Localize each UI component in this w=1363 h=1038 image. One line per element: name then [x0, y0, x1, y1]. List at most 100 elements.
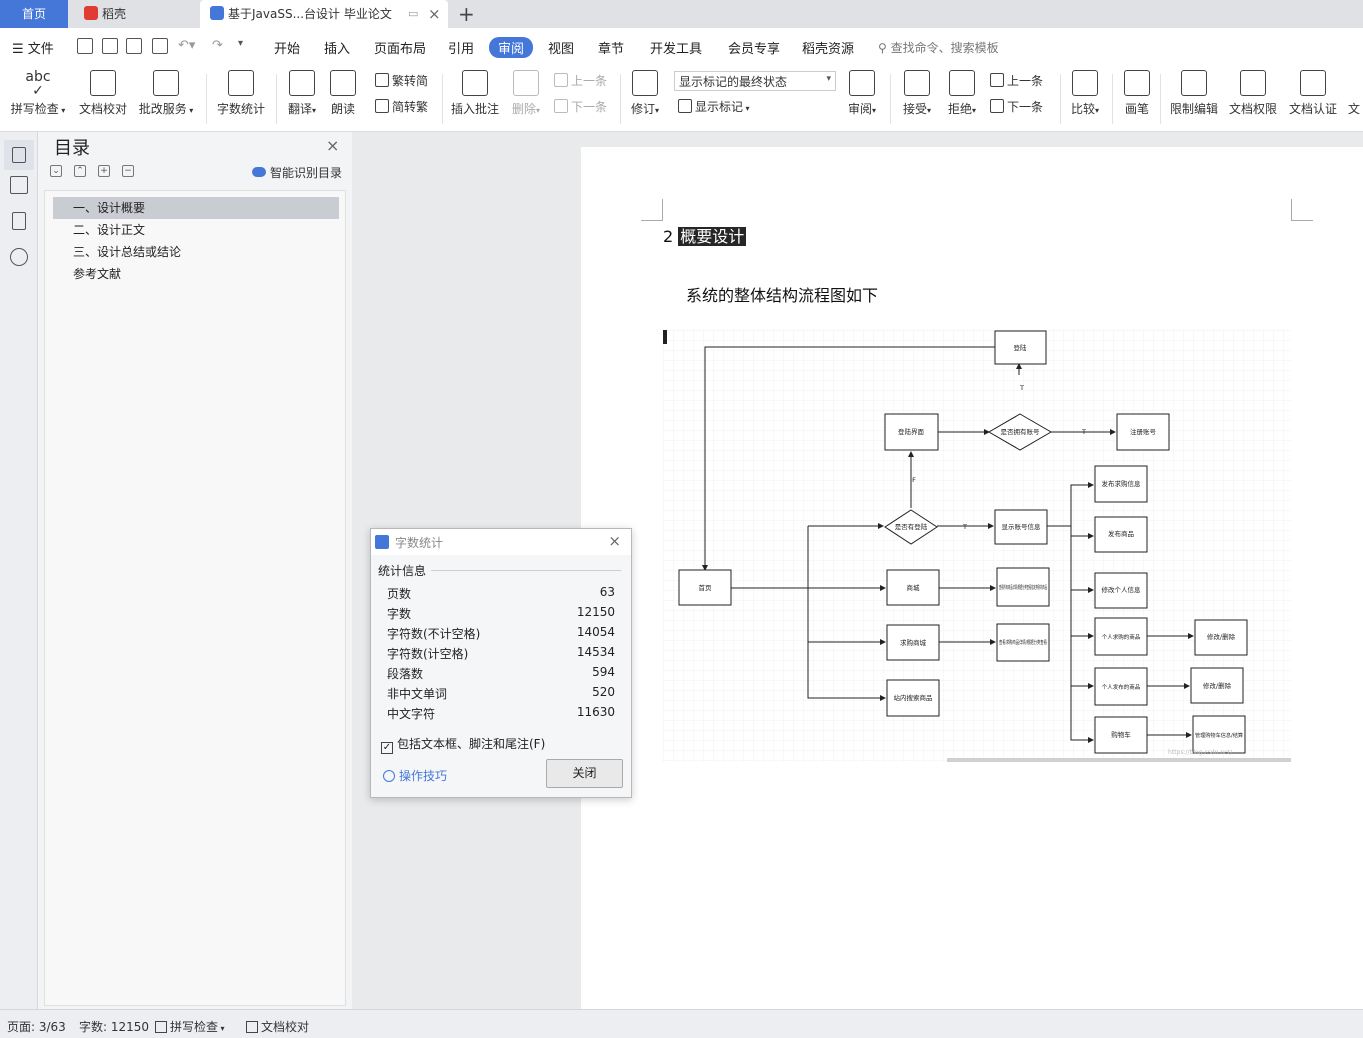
- prev-change-button[interactable]: 上一条: [990, 72, 1043, 89]
- toc-item[interactable]: 一、设计概要: [53, 197, 339, 219]
- menu-member[interactable]: 会员专享: [728, 42, 781, 57]
- doc-proof-button[interactable]: 文档校对: [76, 70, 130, 117]
- edge-label-true: T: [962, 523, 967, 531]
- menu-view[interactable]: 视图: [548, 42, 575, 57]
- doc-certify-label: 文档认证: [1288, 102, 1337, 116]
- overflow-button[interactable]: 文: [1348, 70, 1362, 117]
- toc-item[interactable]: 三、设计总结或结论: [73, 245, 182, 259]
- flowchart-image[interactable]: 登陆 登陆界面 是否拥有账号 注册账号 是否有登陆 显示账号信息 发布求购信息 …: [663, 330, 1291, 762]
- revise-service-button[interactable]: 批改服务 ▾: [136, 70, 196, 117]
- menu-references[interactable]: 引用: [448, 42, 475, 57]
- accept-button[interactable]: 接受▾: [898, 70, 936, 117]
- node-view-purchase-box: [996, 623, 1050, 662]
- redo-icon[interactable]: ↷: [212, 38, 223, 53]
- menu-review[interactable]: 审阅: [489, 37, 534, 58]
- doc-proof-status[interactable]: 文档校对: [246, 1018, 309, 1035]
- dialog-title-bar[interactable]: 字数统计 ×: [371, 529, 631, 555]
- pin-icon[interactable]: ▭: [408, 7, 419, 20]
- document-canvas[interactable]: 2 概要设计 系统的整体结构流程图如下: [352, 132, 1363, 1009]
- next-comment-button[interactable]: 下一条: [554, 98, 607, 115]
- undo-icon[interactable]: ↶▾: [178, 38, 196, 53]
- track-changes-label: 修订: [630, 102, 655, 116]
- smart-toc-button[interactable]: 智能识别目录: [252, 164, 342, 181]
- delete-comment-button[interactable]: 删除▾: [508, 70, 544, 117]
- show-markup-label: 显示标记: [695, 100, 744, 114]
- word-count-button[interactable]: 字数统计: [214, 70, 268, 117]
- section-divider: [431, 570, 621, 571]
- bookmark-icon[interactable]: [12, 212, 26, 230]
- body-paragraph[interactable]: 系统的整体结构流程图如下: [686, 286, 879, 305]
- translate-button[interactable]: 翻译▾: [284, 70, 320, 117]
- page-indicator[interactable]: 页面: 3/63: [7, 1020, 66, 1034]
- search-icon[interactable]: [10, 248, 28, 266]
- include-textbox-footnote-checkbox[interactable]: ✓包括文本框、脚注和尾注(F): [381, 735, 545, 754]
- spellcheck-status[interactable]: 拼写检查 ▾: [155, 1018, 225, 1035]
- insert-comment-button[interactable]: 插入批注: [450, 70, 500, 117]
- tab-home-label: 首页: [21, 7, 46, 21]
- new-tab-icon[interactable]: +: [458, 2, 475, 26]
- read-aloud-button[interactable]: 朗读: [328, 70, 358, 117]
- close-icon[interactable]: ×: [326, 136, 340, 155]
- menu-insert[interactable]: 插入: [324, 42, 351, 57]
- tab-daoke[interactable]: 稻壳: [74, 0, 200, 28]
- compare-button[interactable]: 比较▾: [1066, 70, 1104, 117]
- toc-item[interactable]: 二、设计正文: [73, 223, 146, 237]
- doc-permission-button[interactable]: 文档权限: [1226, 70, 1280, 117]
- close-icon[interactable]: ×: [608, 532, 621, 550]
- chapter-nav-icon[interactable]: [10, 176, 28, 194]
- read-aloud-icon: [330, 70, 356, 96]
- toc-nav-icon[interactable]: [4, 140, 34, 170]
- next-comment-icon: [554, 99, 568, 113]
- tips-link[interactable]: 操作技巧: [383, 767, 447, 784]
- reject-button[interactable]: 拒绝▾: [944, 70, 980, 117]
- simp-to-trad-button[interactable]: 简转繁: [375, 98, 428, 115]
- export-pdf-icon[interactable]: [102, 38, 118, 54]
- tab-home[interactable]: 首页: [0, 0, 68, 28]
- hamburger-icon: ☰: [12, 42, 28, 57]
- expand-all-icon[interactable]: ⌃: [74, 165, 86, 177]
- document-page[interactable]: 2 概要设计 系统的整体结构流程图如下: [581, 147, 1363, 1009]
- margin-corner-mark: [1291, 199, 1313, 221]
- close-tab-icon[interactable]: ×: [428, 5, 441, 23]
- menu-page-layout[interactable]: 页面布局: [374, 42, 427, 57]
- next-change-button[interactable]: 下一条: [990, 98, 1043, 115]
- save-icon[interactable]: [77, 38, 93, 54]
- node-post-goods-box: [1094, 516, 1148, 553]
- spellcheck-button[interactable]: abc✓拼写检查 ▾: [10, 69, 66, 116]
- add-heading-icon[interactable]: +: [98, 165, 110, 177]
- word-count-indicator[interactable]: 字数: 12150: [79, 1020, 150, 1034]
- node-is-logged-in-diamond: [884, 509, 938, 545]
- command-search[interactable]: ⚲ 查找命令、搜索模板: [878, 39, 999, 56]
- restrict-edit-button[interactable]: 限制编辑: [1166, 70, 1222, 117]
- menu-developer[interactable]: 开发工具: [650, 42, 703, 57]
- track-changes-button[interactable]: 修订▾: [627, 70, 663, 117]
- review-pane-button[interactable]: 审阅▾: [844, 70, 880, 117]
- print-icon[interactable]: [126, 38, 142, 54]
- toc-item[interactable]: 参考文献: [73, 267, 122, 281]
- quick-access-dropdown-icon[interactable]: ▾: [238, 38, 244, 49]
- heading-text-selected[interactable]: 概要设计: [678, 227, 747, 246]
- node-modify-delete-1-box: [1194, 619, 1248, 656]
- show-markup-button[interactable]: 显示标记 ▾: [678, 98, 750, 115]
- remove-heading-icon[interactable]: −: [122, 165, 134, 177]
- delete-comment-icon: [513, 70, 539, 96]
- tab-document[interactable]: 基于JavaSS...台设计 毕业论文 ▭ ×: [200, 0, 448, 28]
- trad-to-simp-button[interactable]: 繁转简: [375, 72, 428, 89]
- markup-state-select[interactable]: 显示标记的最终状态▾: [674, 71, 836, 91]
- node-login: 登陆: [1014, 343, 1028, 352]
- print-preview-icon[interactable]: [152, 38, 168, 54]
- doc-certify-button[interactable]: 文档认证: [1286, 70, 1340, 117]
- revise-service-icon: [153, 70, 179, 96]
- file-menu[interactable]: ☰ 文件: [12, 38, 54, 57]
- pen-button[interactable]: 画笔: [1120, 70, 1154, 117]
- menu-start[interactable]: 开始: [274, 42, 301, 57]
- section-heading[interactable]: 2 概要设计: [663, 223, 747, 247]
- close-button[interactable]: 关闭: [546, 759, 623, 788]
- prev-comment-button[interactable]: 上一条: [554, 72, 607, 89]
- menu-daoke-resources[interactable]: 稻壳资源: [802, 42, 855, 57]
- collapse-all-icon[interactable]: ⌄: [50, 165, 62, 177]
- menu-chapter[interactable]: 章节: [598, 42, 625, 57]
